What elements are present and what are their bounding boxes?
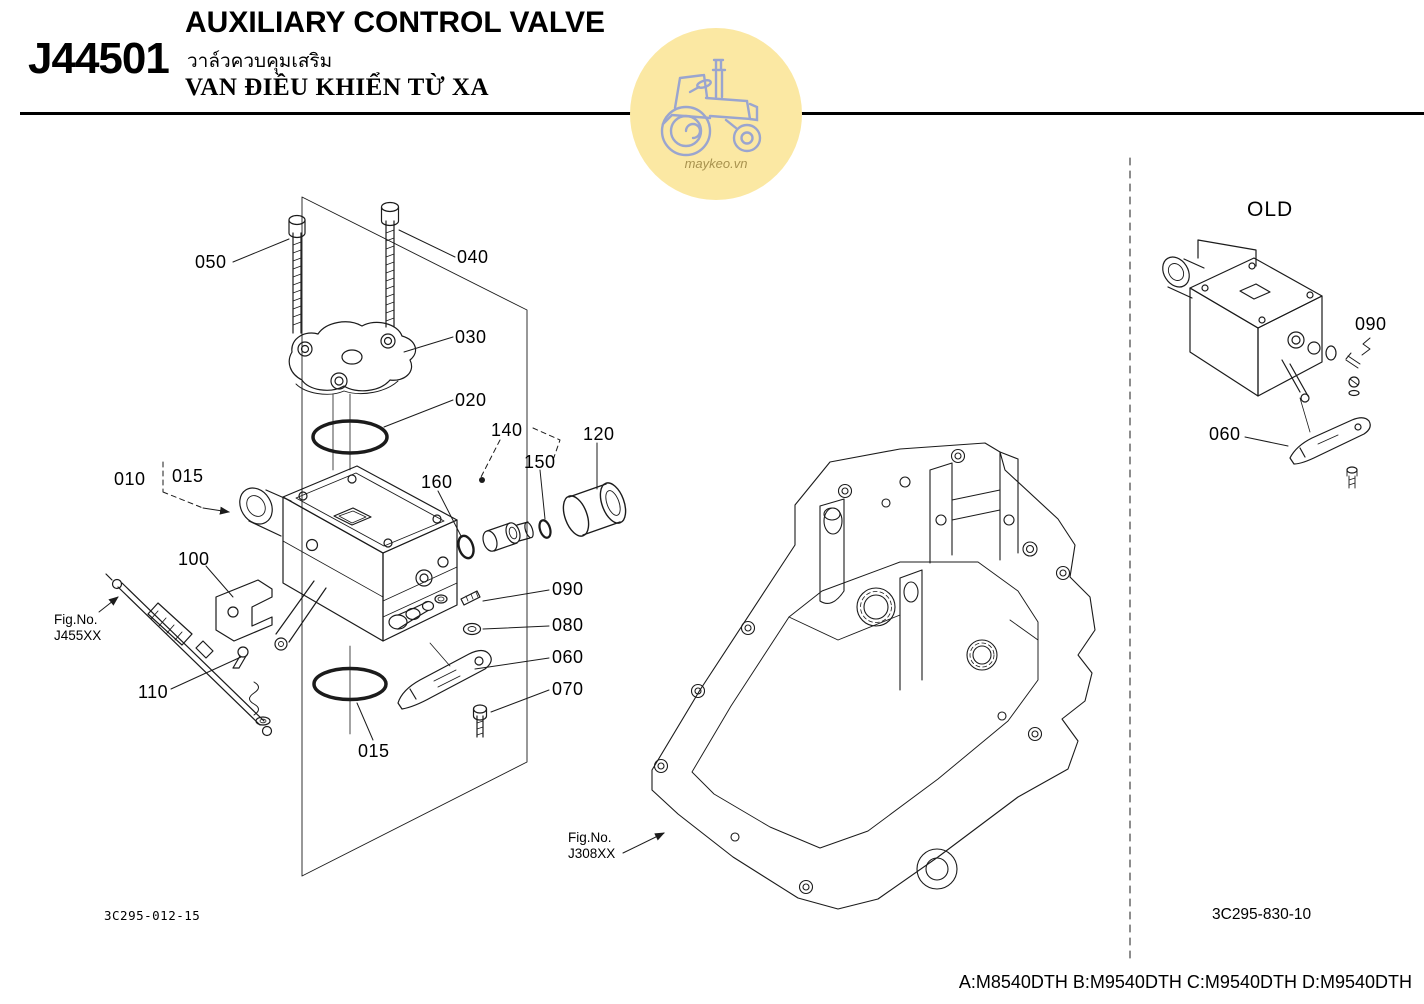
callout-015-lower: 015 xyxy=(358,741,390,761)
leader-lines xyxy=(98,229,665,854)
old-section-title: OLD xyxy=(1247,198,1294,221)
fig-ref-case-code: J308XX xyxy=(568,846,616,861)
model-applicability: A:M8540DTH B:M9540DTH C:M9540DTH D:M9540… xyxy=(958,972,1412,992)
drawing-number-old: 3C295-830-10 xyxy=(1212,906,1312,923)
part-code: J44501 xyxy=(28,34,170,83)
callout-015-upper: 015 xyxy=(172,466,204,486)
callout-040: 040 xyxy=(457,247,489,267)
watermark-text: maykeo.vn xyxy=(684,156,748,171)
cable-assembly xyxy=(105,573,273,737)
callout-110: 110 xyxy=(138,682,169,702)
fig-ref-case-label: Fig.No. xyxy=(568,830,612,845)
page-title-vietnamese: VAN ĐIỀU KHIỂN TỪ XA xyxy=(185,74,490,101)
fig-ref-cable-code: J455XX xyxy=(54,628,102,643)
callout-090: 090 xyxy=(552,579,584,599)
old-valve xyxy=(1162,239,1371,489)
dashed-leaders xyxy=(162,427,561,509)
old-callout-090: 090 xyxy=(1355,314,1387,334)
valve-body xyxy=(239,465,458,667)
callout-100: 100 xyxy=(178,549,210,569)
callout-160: 160 xyxy=(421,472,453,492)
page-title: AUXILIARY CONTROL VALVE xyxy=(185,6,606,39)
callout-060: 060 xyxy=(552,647,584,667)
fig-ref-cable-label: Fig.No. xyxy=(54,612,98,627)
fig-ref-cable: Fig.No. J455XX xyxy=(54,612,101,644)
bolt-040 xyxy=(380,201,400,328)
callout-050: 050 xyxy=(195,252,227,272)
cover-plate-030 xyxy=(288,321,417,395)
o-ring-015 xyxy=(312,666,388,702)
drawing-number-main: 3C295-012-15 xyxy=(104,908,201,923)
pin-washer-guide-bolt xyxy=(397,590,492,738)
fig-ref-case: Fig.No. J308XX xyxy=(568,830,615,862)
callout-020: 020 xyxy=(455,390,487,410)
callout-150: 150 xyxy=(524,452,556,472)
o-ring-020 xyxy=(311,419,389,455)
tractor-icon xyxy=(660,58,762,157)
projection-plane xyxy=(301,196,528,877)
coupler-parts xyxy=(457,482,627,560)
callout-080: 080 xyxy=(552,615,584,635)
callout-070: 070 xyxy=(552,679,584,699)
transmission-case xyxy=(651,442,1096,910)
bracket-100 xyxy=(215,579,273,642)
callout-120: 120 xyxy=(583,424,615,444)
page-title-thai: วาล์วควบคุมเสริม xyxy=(187,50,333,72)
old-callout-060: 060 xyxy=(1209,424,1241,444)
callout-010: 010 xyxy=(114,469,146,489)
watermark-logo: maykeo.vn xyxy=(630,28,802,200)
callout-030: 030 xyxy=(455,327,487,347)
callout-140: 140 xyxy=(491,420,523,440)
bolt-050 xyxy=(288,214,306,334)
